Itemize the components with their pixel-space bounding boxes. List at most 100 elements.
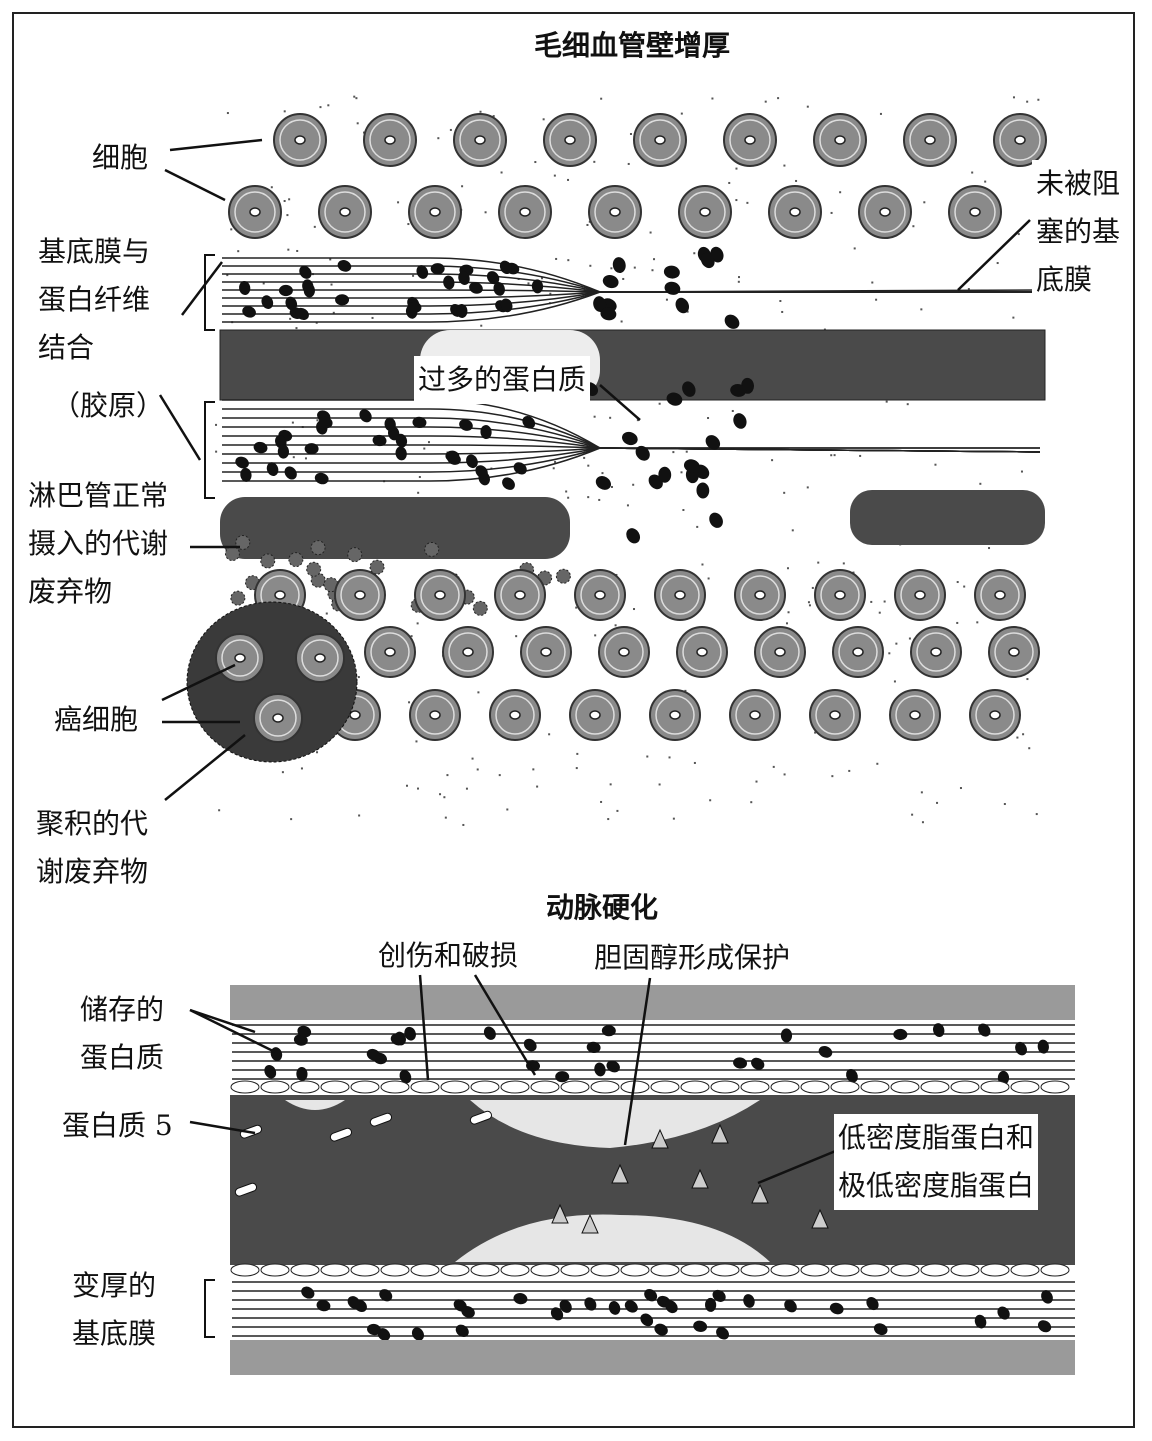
speckle <box>707 417 710 420</box>
speckle <box>477 691 480 694</box>
cell-nucleus <box>654 135 666 145</box>
protein-particle <box>394 1031 406 1046</box>
speckle <box>920 308 923 311</box>
speckle <box>1012 96 1015 99</box>
label-cells: 细胞 <box>92 141 149 174</box>
speckle <box>806 486 809 489</box>
speckle <box>807 601 810 604</box>
speckle <box>908 637 911 640</box>
protein-particle <box>584 1297 597 1311</box>
endothelial-cell <box>620 1263 650 1277</box>
cell-nucleus <box>589 710 601 720</box>
protein-particle <box>601 1025 616 1037</box>
cell-nucleus <box>834 590 846 600</box>
speckle <box>878 611 881 614</box>
speckle <box>315 321 318 324</box>
speckle <box>777 97 780 100</box>
protein-particle <box>395 446 407 461</box>
protein-particle <box>502 477 515 490</box>
cell-ring <box>655 695 695 735</box>
speckle <box>735 199 738 202</box>
lipoprotein <box>711 1123 729 1144</box>
speckle <box>786 622 789 625</box>
protein-particle <box>316 1299 331 1312</box>
speckle <box>353 95 356 98</box>
endothelial-cell <box>1010 1080 1040 1094</box>
cell-ring <box>415 695 455 735</box>
cell-nucleus <box>879 207 891 217</box>
speckle <box>588 220 591 223</box>
endothelial-cell <box>830 1080 860 1094</box>
speckle <box>218 809 221 812</box>
label-unblocked-membrane: 未被阻 塞的基 底膜 <box>1032 160 1125 304</box>
speckle <box>449 128 452 131</box>
speckle <box>888 652 891 655</box>
endothelial-cell <box>950 1080 980 1094</box>
speckle <box>920 791 923 794</box>
protein-particle <box>407 301 422 314</box>
cell-ring <box>980 575 1020 615</box>
protein-particle <box>846 1069 858 1083</box>
speckle <box>646 755 649 758</box>
speckle <box>779 300 782 303</box>
speckle <box>270 186 273 189</box>
speckle <box>527 282 530 285</box>
speckle <box>996 262 999 265</box>
speckle <box>737 280 740 283</box>
speckle <box>693 252 696 255</box>
speckle <box>397 201 400 204</box>
speckle <box>226 274 229 277</box>
speckle <box>610 267 613 270</box>
protein-particle <box>648 474 663 490</box>
endothelial-cell <box>290 1080 320 1094</box>
cell-nucleus <box>914 590 926 600</box>
cell-ring <box>369 119 411 161</box>
speckle <box>633 608 636 611</box>
endothelial-cell <box>680 1080 710 1094</box>
protein-particle <box>700 252 715 269</box>
protein-particle <box>395 433 408 448</box>
speckle <box>215 450 218 453</box>
speckle <box>506 808 509 811</box>
speckle <box>783 164 786 167</box>
protein-particle <box>663 265 680 279</box>
speckle <box>959 787 962 790</box>
cell-nucleus <box>540 647 552 657</box>
protein-particle <box>347 1296 361 1309</box>
protein-particle <box>606 1060 620 1073</box>
protein-particle <box>359 409 372 423</box>
protein-particle <box>500 298 513 313</box>
cell-ring <box>815 695 855 735</box>
speckle <box>283 110 286 113</box>
cell-ring <box>895 695 935 735</box>
protein-particle <box>304 443 319 455</box>
pointer-line <box>189 1008 276 1054</box>
protein-particle <box>522 416 536 429</box>
speckle <box>296 249 299 252</box>
cell-ring <box>504 191 546 233</box>
cholesterol-plaque <box>455 1214 770 1262</box>
pointer-line <box>623 977 652 1146</box>
endothelial-cell <box>230 1080 260 1094</box>
pointer-line <box>169 138 263 152</box>
lipoprotein <box>611 1163 629 1184</box>
capillary-vessel <box>219 329 1046 401</box>
endothelial-cell <box>920 1080 950 1094</box>
protein-particle <box>295 307 309 320</box>
endothelial-cell <box>920 1263 950 1277</box>
endothelial-cell <box>350 1263 380 1277</box>
speckle <box>281 771 284 774</box>
protein-particle <box>705 1297 717 1312</box>
speckle <box>811 586 814 589</box>
speckle <box>764 100 767 103</box>
cell-ring <box>735 695 775 735</box>
protein-particle <box>733 1057 748 1069</box>
cell-nucleus <box>674 590 686 600</box>
cell-nucleus <box>429 207 441 217</box>
pointer-line <box>161 663 236 702</box>
speckle <box>412 274 415 277</box>
lymph-vessel-right <box>850 490 1045 545</box>
protein-particle <box>751 1057 765 1070</box>
label-cancer-cells: 癌细胞 <box>54 703 139 736</box>
speckle <box>532 768 535 771</box>
